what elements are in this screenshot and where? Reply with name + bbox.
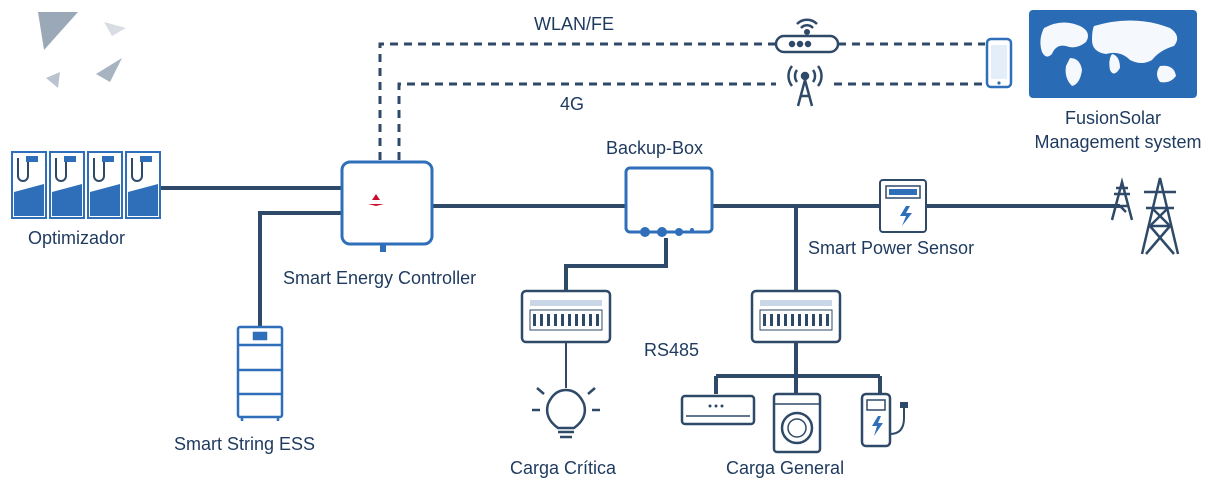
washer-icon bbox=[772, 392, 822, 454]
wlan-label: WLAN/FE bbox=[534, 14, 615, 34]
world-map-icon bbox=[1029, 10, 1197, 98]
inverter-icon bbox=[340, 160, 434, 252]
backup-box-icon bbox=[624, 166, 714, 237]
bulb-icon bbox=[532, 387, 600, 439]
rs485-label: RS485 bbox=[644, 340, 700, 360]
power-sensor-label: Smart Power Sensor bbox=[808, 238, 975, 258]
router-icon bbox=[774, 18, 840, 54]
meter-icon bbox=[879, 179, 927, 233]
breaker-panel-icon bbox=[750, 289, 842, 344]
power-lines bbox=[160, 186, 1120, 394]
breaker-panel-icon bbox=[520, 289, 612, 344]
pylon-icon bbox=[1110, 177, 1180, 255]
optimizer-label: Optimizador bbox=[28, 228, 126, 248]
backup-box-label: Backup-Box bbox=[606, 138, 704, 158]
logo-icon bbox=[38, 12, 126, 88]
critical-load-label: Carga Crítica bbox=[510, 458, 617, 478]
antenna-icon bbox=[787, 65, 823, 107]
fusionsolar-subtitle: Management system bbox=[1034, 132, 1202, 152]
air-conditioner-icon bbox=[680, 394, 756, 426]
ess-label: Smart String ESS bbox=[174, 434, 316, 454]
general-load-label: Carga General bbox=[726, 458, 845, 478]
4g-label: 4G bbox=[560, 94, 585, 114]
communication-links bbox=[378, 42, 985, 160]
solar-panel-icon bbox=[11, 151, 161, 219]
phone-icon bbox=[985, 37, 1013, 89]
controller-label: Smart Energy Controller bbox=[283, 268, 477, 288]
battery-icon bbox=[236, 325, 284, 421]
ev-charger-icon bbox=[860, 392, 908, 448]
fusionsolar-title: FusionSolar bbox=[1064, 108, 1162, 128]
